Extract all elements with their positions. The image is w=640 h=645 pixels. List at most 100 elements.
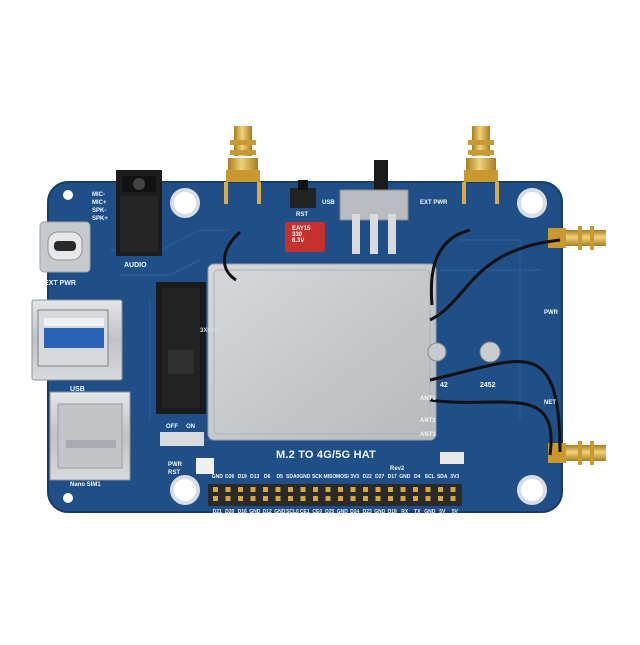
gpio-header[interactable] [208, 484, 462, 506]
usb-a-port[interactable] [31, 299, 123, 381]
gpio-pin [313, 487, 318, 492]
gpio-pin [250, 496, 256, 501]
gpio-pin-label: GND [374, 509, 386, 515]
gpio-pin-label: D27 [375, 474, 385, 480]
gpio-pin-label: D6 [264, 474, 271, 480]
gpio-pin-label: MOSI [336, 474, 349, 480]
gpio-pin-label: 3V3 [450, 474, 460, 480]
ant1-label: ANT1 [420, 396, 436, 402]
gpio-pin-label: 3V3 [350, 474, 360, 480]
spk-plus-label: SPK+ [92, 216, 108, 222]
gpio-pin [263, 487, 268, 492]
gpio-pin-label: GND [249, 509, 261, 515]
gpio-pin-label: GND [399, 474, 411, 480]
modem-module [207, 263, 437, 441]
gpio-pin-label: D16 [237, 509, 247, 515]
capacitor-marking: EAY15 330 6.3V [292, 226, 311, 244]
gpio-pin [213, 496, 218, 501]
mounting-holes [63, 188, 547, 505]
usb-c-port[interactable] [39, 221, 91, 273]
ext-pwr-left-label: EXT PWR [44, 280, 76, 287]
gpio-pin [300, 496, 306, 501]
gpio-pin [413, 487, 418, 492]
gpio-pin [338, 487, 343, 492]
gpio-pin-label: D4 [414, 474, 421, 480]
gpio-pin [375, 496, 381, 501]
gpio-pin [300, 487, 306, 492]
gpio-pin [325, 496, 331, 501]
m2-slot[interactable] [156, 282, 206, 414]
gpio-pin [400, 496, 406, 501]
sma-connector-top-right[interactable] [462, 126, 499, 204]
ant3-label: ANT3 [420, 432, 436, 438]
gpio-pin [275, 496, 281, 501]
ant-num-42: 42 [440, 382, 448, 389]
rst-label: RST [296, 212, 308, 218]
gpio-pin-label: SDA [436, 474, 448, 480]
sma-connector-top-left[interactable] [224, 126, 261, 204]
gpio-pin [263, 496, 268, 501]
usb-left-label: USB [70, 386, 85, 393]
gpio-pin [363, 496, 368, 501]
switch-on-label: ON [186, 424, 195, 430]
gpio-pin [288, 496, 293, 501]
gpio-header-body [208, 484, 462, 506]
gpio-pin-label: D12 [262, 509, 272, 515]
gpio-pin [288, 487, 293, 492]
gpio-pin [325, 487, 331, 492]
gpio-pin-label: RX [401, 509, 409, 515]
audio-jack[interactable] [116, 170, 162, 256]
spk-minus-label: SPK- [92, 208, 107, 214]
gpio-pin [400, 487, 406, 492]
gpio-pin [450, 487, 456, 492]
gpio-pin-label: GND [299, 474, 311, 480]
gpio-pin-label: 5V [451, 509, 458, 515]
sma-connector-right-lower[interactable] [548, 441, 606, 465]
gpio-pin [350, 496, 356, 501]
gpio-pin [313, 496, 318, 501]
gpio-pin-label: D13 [250, 474, 260, 480]
nano-sim-label: Nano SIM1 [70, 482, 101, 488]
gpio-pin-label: D18 [387, 509, 397, 515]
sma-connector-right-upper[interactable] [548, 226, 606, 250]
sim-card-slot[interactable] [49, 391, 131, 481]
gpio-pin [425, 496, 431, 501]
gpio-pin-label: CE0 [312, 509, 323, 515]
gpio-pin-label: D17 [387, 474, 397, 480]
gpio-pin-label: D5 [276, 474, 283, 480]
components [160, 160, 464, 474]
gpio-pin-label: MISO [323, 474, 337, 480]
gpio-pin [413, 496, 418, 501]
gpio-pin [238, 496, 243, 501]
gpio-pin [425, 487, 431, 492]
gpio-pin [225, 487, 231, 492]
audio-label: AUDIO [124, 262, 147, 269]
gpio-pin-label: GND [424, 509, 436, 515]
gpio-pin-label: D19 [237, 474, 247, 480]
gpio-pin [438, 496, 443, 501]
board-revision: Rev2 [390, 466, 405, 472]
antenna-cables [223, 228, 562, 456]
pwr-switch-label: PWR [168, 462, 182, 468]
pwr-led-label: PWR [544, 310, 558, 316]
rst-switch-label: RST [168, 470, 180, 476]
gpio-pin-label: SCL [424, 474, 435, 480]
gpio-pin [388, 496, 393, 501]
gpio-pin [213, 487, 218, 492]
gpio-pin-label: SDA0 [286, 474, 300, 480]
gpio-pin-label: D20 [225, 509, 235, 515]
gpio-pin [363, 487, 368, 492]
gpio-pin-label: GND [211, 474, 223, 480]
m2-marking: 3X0000 [200, 328, 221, 334]
gpio-pin-label: D21 [212, 509, 222, 515]
gpio-pin [250, 487, 256, 492]
gpio-pin-label: D25 [325, 509, 335, 515]
mic-plus-label: MIC+ [92, 200, 107, 206]
gpio-pin [375, 487, 381, 492]
ext-pwr-top-label: EXT PWR [420, 200, 448, 206]
mic-minus-label: MIC- [92, 192, 105, 198]
